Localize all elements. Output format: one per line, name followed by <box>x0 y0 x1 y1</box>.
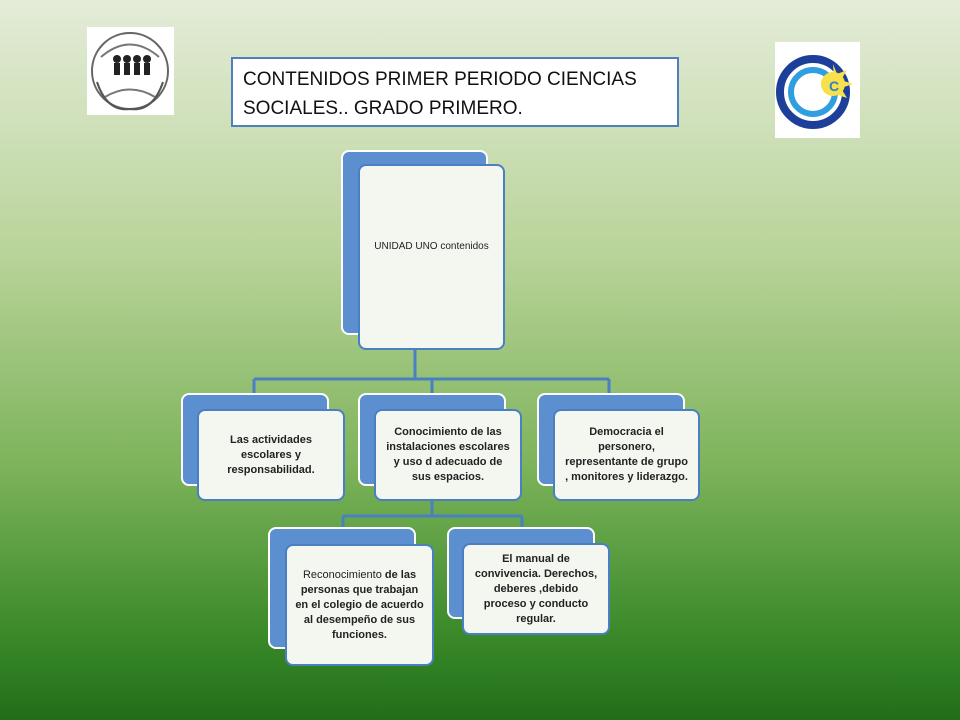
level1-node-2-label: Conocimiento de las instalaciones escola… <box>386 426 510 483</box>
level2-node-1-label: de las personas que trabajan en el coleg… <box>295 568 424 641</box>
level1-node-3-label: Democracia el personero, representante d… <box>565 426 688 483</box>
level1-node-1: Las actividades escolares y responsabili… <box>197 409 345 501</box>
level2-node-2: El manual de convivencia. Derechos, debe… <box>462 543 610 635</box>
level2-node-1-label-prefix: Reconocimiento <box>302 568 385 581</box>
level1-node-3: Democracia el personero, representante d… <box>553 409 700 501</box>
svg-text:C: C <box>829 78 839 94</box>
institution-logo: C <box>775 42 860 138</box>
level2-node-1: Reconocimiento de las personas que traba… <box>285 544 434 666</box>
root-node-label: UNIDAD UNO contenidos <box>374 241 489 252</box>
school-logo <box>87 27 174 115</box>
sun-letter-c-logo-icon: C <box>776 55 853 129</box>
page-title: CONTENIDOS PRIMER PERIODO CIENCIAS SOCIA… <box>231 57 679 127</box>
level1-node-1-label: Las actividades escolares y responsabili… <box>227 433 315 476</box>
level1-node-2: Conocimiento de las instalaciones escola… <box>374 409 522 501</box>
level2-node-2-label: El manual de convivencia. Derechos, debe… <box>474 552 598 625</box>
school-children-logo-icon <box>91 32 169 111</box>
root-node: UNIDAD UNO contenidos <box>358 164 505 350</box>
